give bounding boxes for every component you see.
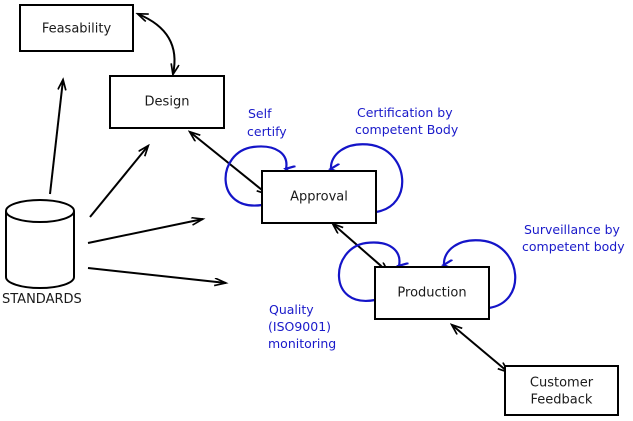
arrow-standards-to-feasability — [49, 80, 63, 195]
node-design-label: Design — [145, 95, 190, 110]
node-customer-feedback-label-line1: Customer — [530, 376, 594, 391]
arrow-standards-to-design — [89, 146, 148, 218]
data-store-label: STANDARDS — [2, 292, 82, 307]
loop-arc-self-certify — [224, 145, 287, 207]
node-customer-feedback-label-line2: Feedback — [531, 393, 593, 408]
loop-arc-quality-monitoring — [337, 241, 399, 302]
arrow-standards-to-production — [87, 267, 226, 283]
arrow-feasability-design — [138, 14, 175, 74]
arrow-standards-to-approval — [87, 219, 203, 244]
node-production-label: Production — [397, 286, 466, 301]
annotation-self-certify: Self certify — [247, 106, 287, 139]
annotation-certification: Certification by competent Body — [355, 105, 459, 137]
annotation-quality-line2: (ISO9001) — [268, 319, 331, 334]
annotation-self-certify-line2: certify — [247, 124, 287, 139]
data-store-standards[interactable]: STANDARDS — [2, 199, 82, 307]
node-design[interactable]: Design — [109, 75, 225, 129]
node-customer-feedback[interactable]: Customer Feedback — [504, 365, 619, 416]
annotation-quality-line3: monitoring — [268, 336, 336, 351]
node-customer-feedback-box — [504, 365, 619, 416]
loop-arc-surveillance — [444, 239, 517, 310]
annotation-quality-line1: Quality — [269, 302, 314, 317]
node-approval-box — [261, 170, 377, 224]
node-feasability[interactable]: Feasability — [19, 4, 134, 52]
node-production[interactable]: Production — [374, 266, 490, 320]
annotation-self-certify-line1: Self — [248, 106, 272, 121]
node-feasability-label: Feasability — [42, 22, 112, 37]
annotation-certification-line2: competent Body — [355, 122, 459, 137]
loop-arc-certification — [331, 143, 404, 214]
node-design-box — [109, 75, 225, 129]
annotation-surveillance: Surveillance by competent body — [522, 222, 625, 254]
annotation-surveillance-line2: competent body — [522, 239, 625, 254]
annotation-surveillance-line1: Surveillance by — [524, 222, 621, 237]
node-production-box — [374, 266, 490, 320]
cylinder-body — [5, 211, 75, 289]
arrow-approval-production — [333, 224, 388, 272]
node-approval-label: Approval — [290, 190, 348, 205]
node-approval[interactable]: Approval — [261, 170, 377, 224]
arrow-production-customer-feedback — [452, 325, 508, 372]
cylinder-top — [5, 199, 75, 223]
annotation-certification-line1: Certification by — [357, 105, 453, 120]
annotation-quality-monitoring: Quality (ISO9001) monitoring — [268, 302, 336, 351]
node-feasability-box — [19, 4, 134, 52]
